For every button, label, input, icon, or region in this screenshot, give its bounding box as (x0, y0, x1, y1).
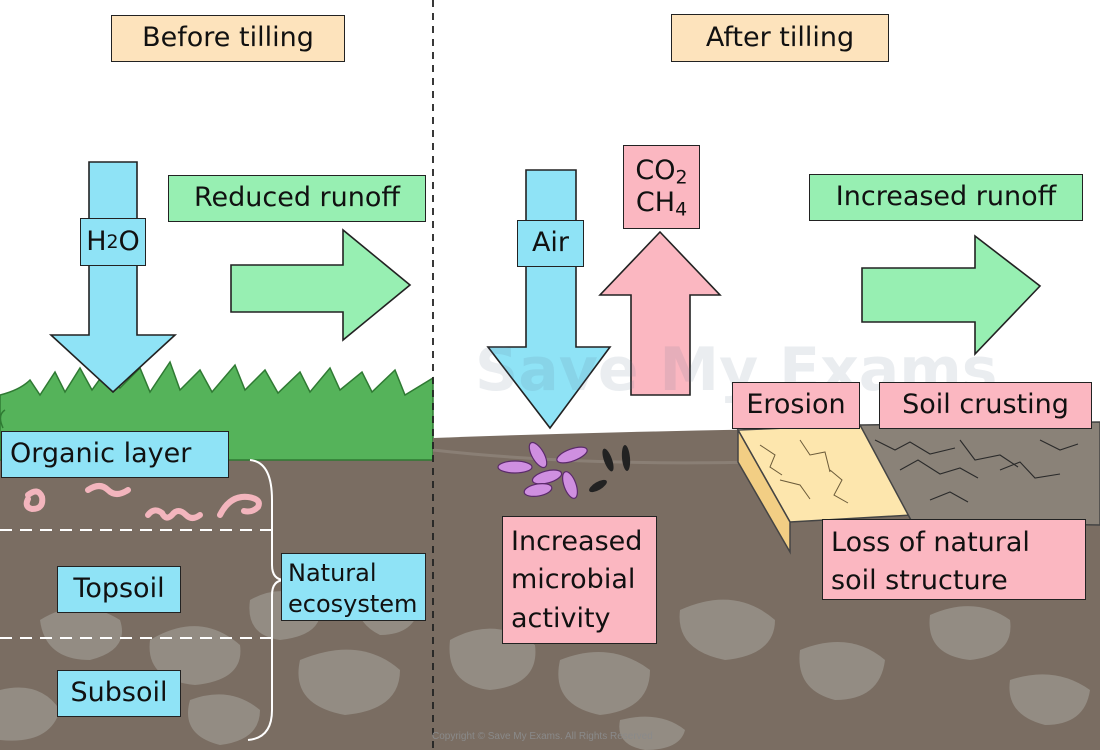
loss-line2: soil structure (831, 565, 1008, 597)
erosion-label: Erosion (732, 382, 860, 429)
earthworms (23, 483, 262, 521)
increased-runoff-arrow (861, 234, 1042, 356)
air-arrow (486, 169, 612, 430)
microbes (497, 441, 588, 499)
loss-of-structure-label: Loss of natural soil structure (822, 519, 1086, 600)
microbial-line2: microbial (511, 564, 636, 596)
right-soil-stones (449, 599, 1090, 750)
ch4-text: CH4 (635, 187, 688, 221)
microbial-line1: Increased (511, 526, 643, 557)
h2o-h: H (86, 225, 107, 257)
gas-release-arrow (598, 230, 722, 396)
organic-layer-label: Organic layer (1, 431, 229, 478)
copyright-notice: Copyright © Save My Exams. All Rights Re… (432, 731, 653, 742)
water-arrow (48, 161, 178, 394)
reduced-runoff-label: Reduced runoff (168, 175, 426, 222)
dark-microbes (589, 445, 631, 493)
before-tilling-title: Before tilling (111, 15, 345, 62)
soil-crusting-label: Soil crusting (879, 382, 1092, 429)
increased-runoff-label: Increased runoff (809, 174, 1083, 221)
microbial-activity-label: Increased microbial activity (502, 516, 657, 644)
co2-text: CO2 (635, 154, 688, 189)
h2o-o: O (118, 225, 140, 257)
loss-line1: Loss of natural (831, 527, 1030, 558)
subsoil-label: Subsoil (57, 670, 181, 717)
reduced-runoff-arrow (230, 228, 412, 342)
natural-ecosystem-line2: ecosystem (288, 590, 418, 619)
air-label: Air (517, 220, 584, 267)
greenhouse-gases-label: CO2 CH4 (623, 145, 700, 229)
microbial-line3: activity (511, 602, 611, 634)
natural-ecosystem-line1: Natural (288, 559, 377, 587)
topsoil-label: Topsoil (57, 566, 181, 613)
natural-ecosystem-label: Natural ecosystem (281, 553, 426, 621)
after-tilling-title: After tilling (671, 14, 889, 62)
